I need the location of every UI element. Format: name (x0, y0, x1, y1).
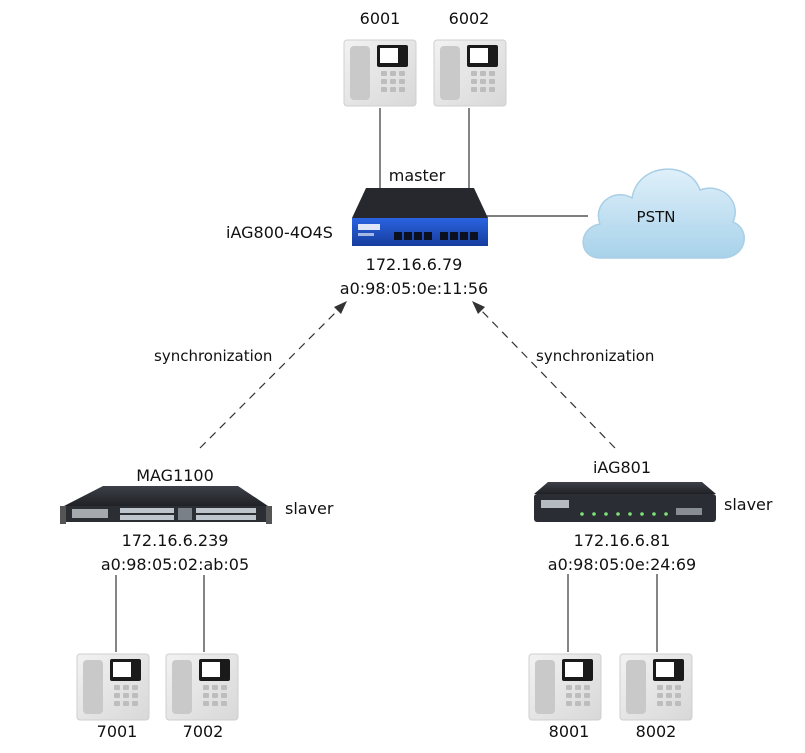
phone-7001-label: 7001 (96, 722, 138, 741)
pstn-cloud (582, 168, 745, 259)
phone-6001-icon (343, 39, 417, 107)
iag801-role-label: slaver (724, 495, 773, 514)
sync-line-right (477, 306, 616, 449)
phone-7002-icon (165, 653, 239, 721)
phone-8002-label: 8002 (635, 722, 677, 741)
iag801-model-label: iAG801 (592, 458, 652, 477)
mag1100-mac-label: a0:98:05:02:ab:05 (100, 555, 250, 574)
phone-6001-label: 6001 (359, 9, 401, 28)
sync-label-right: synchronization (536, 347, 655, 365)
phone-7002-label: 7002 (182, 722, 224, 741)
master-ip-label: 172.16.6.79 (365, 255, 463, 274)
pstn-label: PSTN (636, 208, 676, 226)
connection-lines (115, 108, 658, 652)
master-model-label: iAG800-4O4S (226, 223, 333, 242)
phone-6002-icon (433, 39, 507, 107)
iag801-gateway-icon (534, 482, 716, 522)
mag1100-ip-label: 172.16.6.239 (121, 531, 229, 550)
sync-label-left: synchronization (154, 347, 273, 365)
master-role-label: master (388, 166, 446, 185)
master-gateway-icon (352, 188, 488, 246)
iag801-ip-label: 172.16.6.81 (573, 531, 671, 550)
master-mac-label: a0:98:05:0e:11:56 (339, 279, 489, 298)
iag801-mac-label: a0:98:05:0e:24:69 (547, 555, 697, 574)
phone-8002-icon (619, 653, 693, 721)
phone-6002-label: 6002 (448, 9, 490, 28)
phone-7001-icon (76, 653, 150, 721)
mag1100-role-label: slaver (285, 499, 334, 518)
mag1100-model-label: MAG1100 (136, 466, 214, 485)
sync-arrowhead-right (472, 301, 485, 314)
mag1100-gateway-icon (60, 486, 272, 524)
phone-8001-icon (528, 653, 602, 721)
phone-8001-label: 8001 (548, 722, 590, 741)
sync-arrowhead-left (334, 301, 347, 314)
sync-line-left (199, 306, 342, 449)
